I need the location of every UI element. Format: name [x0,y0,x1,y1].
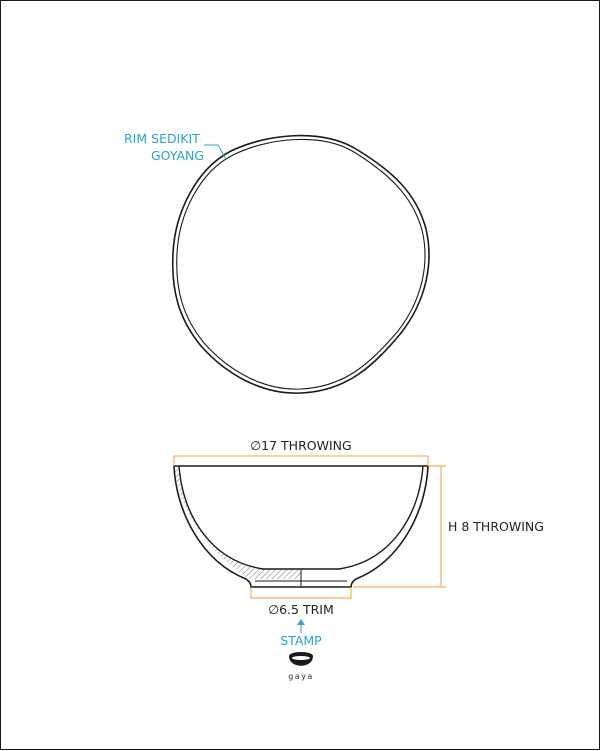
diameter-label: ∅17 THROWING [250,438,351,453]
foot-dimension: ∅6.5 TRIM [250,587,352,617]
height-label: H 8 THROWING [448,519,544,534]
rim-note-line1: RIM SEDIKIT [124,131,200,146]
rim-inner-outline [176,138,426,390]
rim-note-leader [204,144,227,160]
top-view: RIM SEDIKIT GOYANG [124,131,430,394]
rim-note-line2: GOYANG [151,148,204,163]
gaya-logo: gaya [288,652,314,681]
height-dimension: H 8 THROWING [353,465,544,588]
logo-text: gaya [288,672,314,681]
diameter-dimension: ∅17 THROWING [173,438,429,466]
stamp-callout: STAMP [280,619,322,648]
side-view: ∅17 THROWING H 8 THROWING ∅6.5 TRIM STAM… [173,438,544,648]
stamp-label: STAMP [280,633,322,648]
foot-label: ∅6.5 TRIM [268,602,334,617]
bowl-inner-profile [178,465,424,570]
bowl-logo-icon [289,652,313,666]
rim-outer-outline [171,134,430,394]
